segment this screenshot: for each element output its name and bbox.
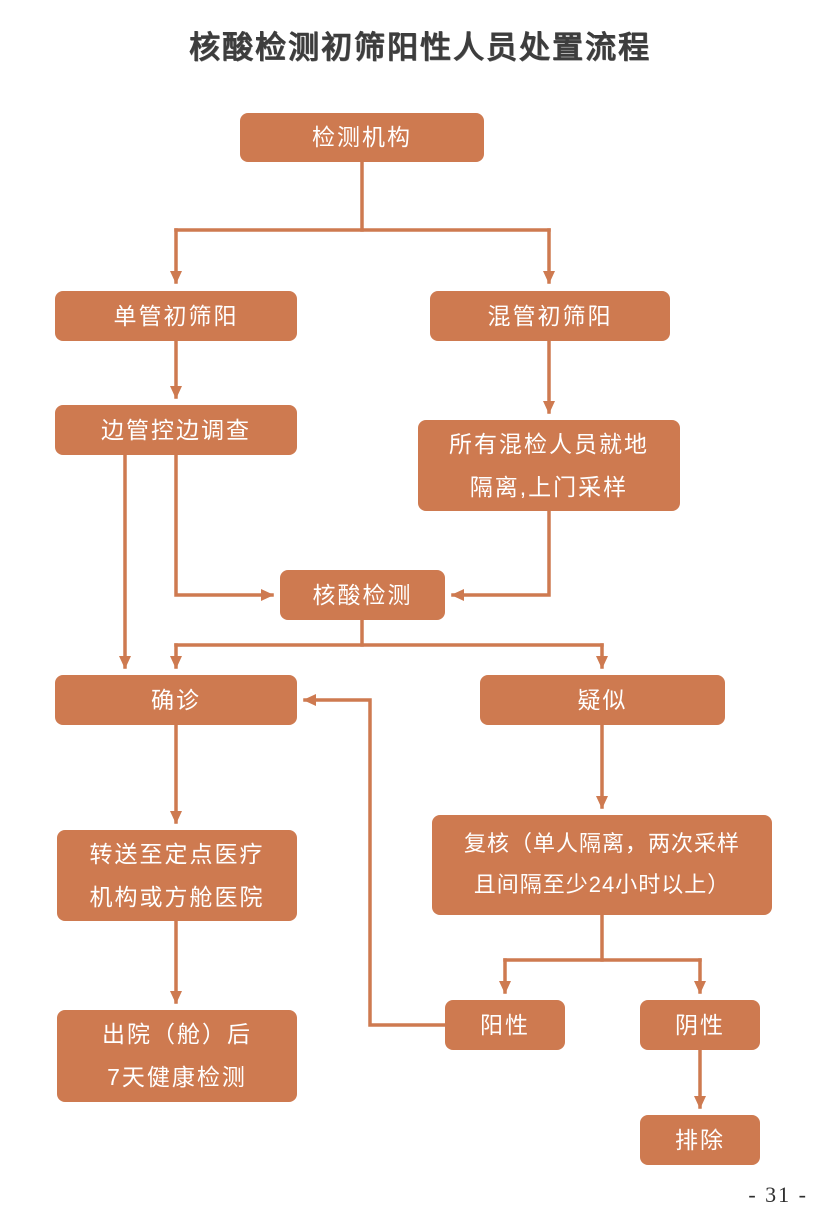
node-mixed-tube-positive: 混管初筛阳	[430, 291, 670, 341]
edge-investigate-to-nat	[174, 453, 274, 601]
edge-isolate-to-nat	[451, 508, 551, 601]
node-discharge-monitor: 出院（舱）后 7天健康检测	[57, 1010, 297, 1102]
node-confirmed: 确诊	[55, 675, 297, 725]
node-recheck: 复核（单人隔离，两次采样 且间隔至少24小时以上）	[432, 815, 772, 915]
edge-positive-to-confirmed	[303, 694, 447, 1027]
node-testing-org: 检测机构	[240, 113, 484, 162]
node-positive: 阳性	[445, 1000, 565, 1050]
node-negative: 阴性	[640, 1000, 760, 1050]
node-suspected: 疑似	[480, 675, 725, 725]
node-isolate-and-sample: 所有混检人员就地 隔离,上门采样	[418, 420, 680, 511]
node-excluded: 排除	[640, 1115, 760, 1165]
node-investigate-while-control: 边管控边调查	[55, 405, 297, 455]
node-transfer-hospital: 转送至定点医疗 机构或方舱医院	[57, 830, 297, 921]
page-title: 核酸检测初筛阳性人员处置流程	[189, 30, 651, 65]
node-single-tube-positive: 单管初筛阳	[55, 291, 297, 341]
node-nucleic-acid-test: 核酸检测	[280, 570, 445, 620]
page-number: - 31 -	[748, 1182, 808, 1207]
